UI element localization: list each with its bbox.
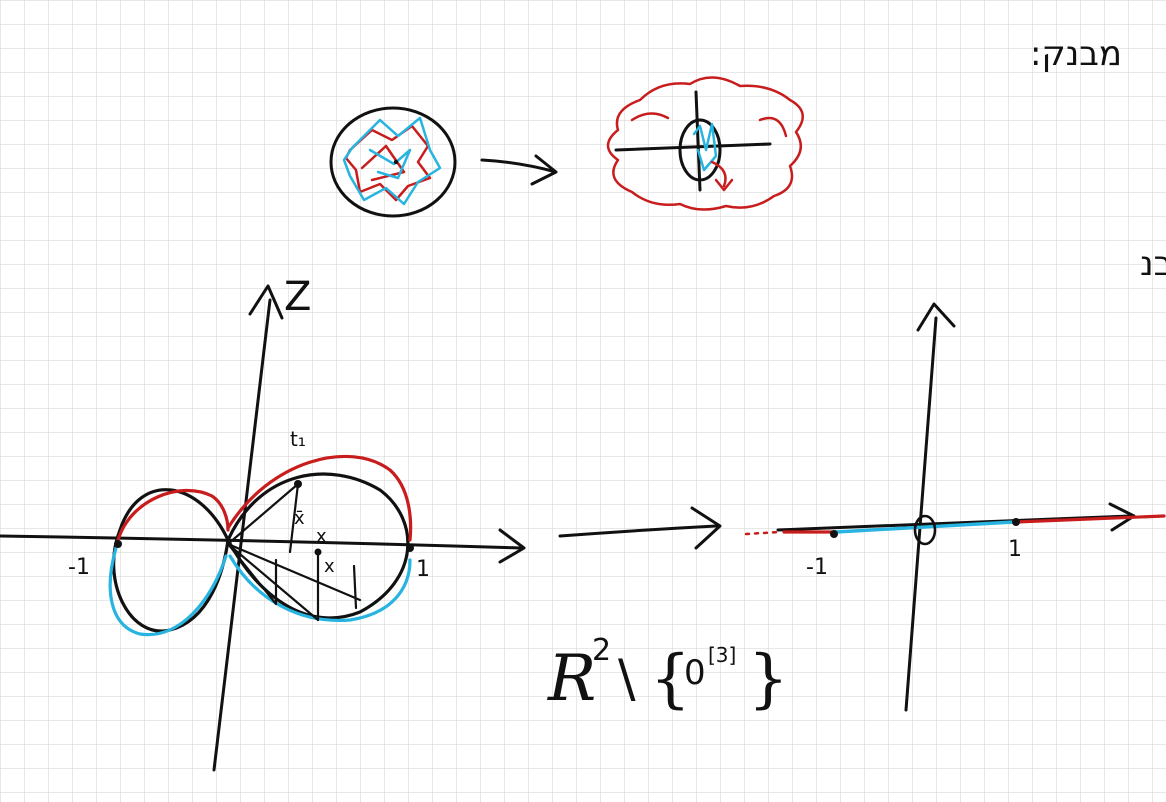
red-small-arrow [710, 160, 734, 192]
heading-middle-right: :ρ3 מבנ [1140, 244, 1166, 284]
red-upper-arc-right [226, 454, 413, 542]
label-t1: t₁ [290, 427, 306, 451]
red-right-segment [1014, 514, 1166, 524]
black-outer-ring [329, 106, 457, 218]
red-dotted-left [744, 530, 782, 536]
red-upper-arc-left [116, 488, 230, 542]
heading-top-right: מבנק: [1030, 34, 1122, 74]
inner-black-ellipse [678, 118, 722, 182]
formula-r2-minus-zero: R 2 \ { 0 [3] } [547, 633, 789, 716]
point-x-axis [314, 548, 322, 556]
label-minus-one-right: -1 [806, 555, 828, 580]
horizontal-axis-small [614, 142, 772, 152]
z-axis [212, 284, 284, 772]
formula-base: R [547, 642, 596, 716]
point-one-left [406, 544, 414, 552]
label-one-right: 1 [1008, 537, 1022, 562]
formula-exponent: 2 [592, 633, 611, 668]
point-minus-one-left [114, 540, 122, 548]
center-dot [393, 159, 399, 165]
formula-brace-open: { [650, 642, 691, 716]
formula-superscript: [3] [708, 643, 736, 667]
origin-hole [913, 514, 937, 546]
formula-zero: 0 [684, 653, 706, 693]
blue-middle-segment [834, 520, 1016, 534]
left-graph: Z -1 1 t₁ x̄ x x [0, 274, 526, 772]
point-minus-one-right [830, 530, 838, 538]
projection-rays [226, 482, 362, 622]
blue-scribble [342, 116, 442, 206]
top-arrow [480, 154, 558, 186]
label-one-left: 1 [416, 557, 430, 582]
label-x-bar: x̄ [294, 508, 305, 529]
top-right-blob-sketch [606, 76, 804, 211]
vertical-axis-small [694, 90, 702, 192]
red-wavy-boundary [606, 76, 804, 211]
point-t1 [294, 480, 302, 488]
blue-lower-arc-left [108, 546, 228, 637]
inner-blue-scribble [692, 122, 718, 172]
blue-lower-arc-right [228, 554, 412, 623]
label-x-two: x [324, 556, 335, 577]
right-graph: -1 1 [744, 302, 1166, 712]
vertical-axis-right [904, 302, 956, 712]
middle-arrow [558, 506, 722, 550]
formula-set-symbol: \ [618, 649, 636, 709]
z-axis-label: Z [284, 274, 311, 320]
label-x-one: x [316, 526, 327, 547]
top-left-blob-sketch [329, 106, 457, 218]
formula-brace-close: } [748, 642, 789, 716]
point-one-right [1012, 518, 1020, 526]
label-minus-one-left: -1 [68, 555, 90, 580]
x-axis-left [0, 528, 526, 564]
